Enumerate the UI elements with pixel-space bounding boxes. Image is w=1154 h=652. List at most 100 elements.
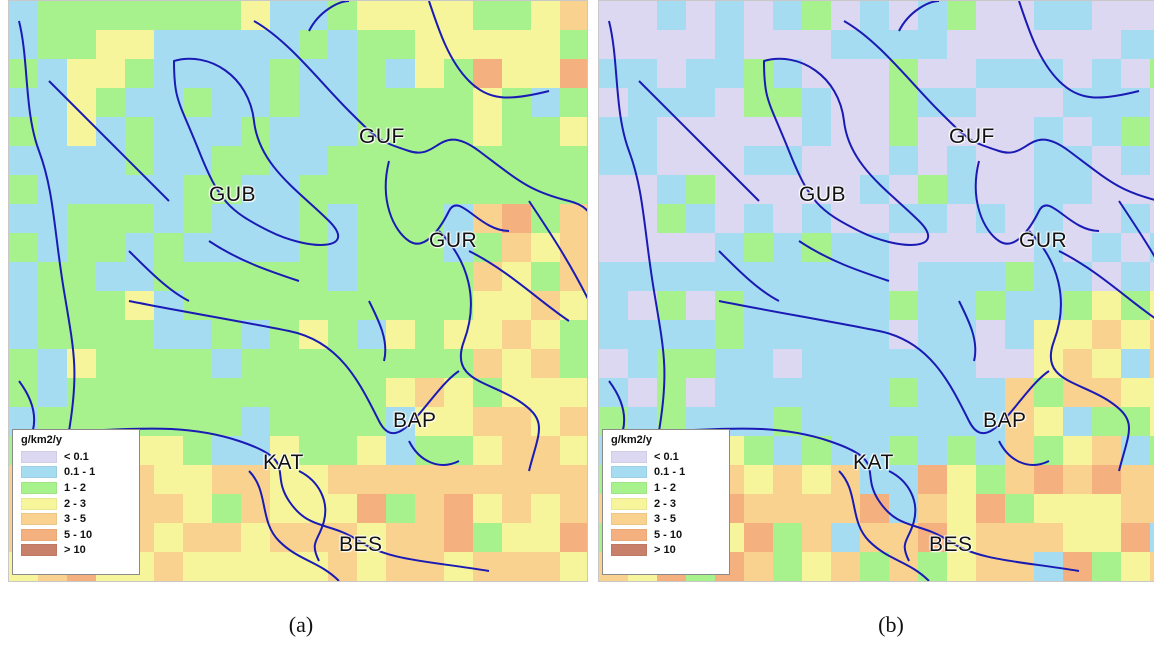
grid-cell bbox=[560, 552, 587, 581]
grid-cell bbox=[715, 175, 745, 205]
grid-cell bbox=[502, 117, 532, 147]
grid-cell bbox=[947, 146, 977, 176]
grid-cell bbox=[686, 59, 716, 89]
grid-cell bbox=[1150, 233, 1154, 263]
grid-cell bbox=[686, 262, 716, 292]
grid-cell bbox=[67, 175, 97, 205]
grid-cell bbox=[1150, 291, 1154, 321]
grid-cell bbox=[357, 233, 387, 263]
coastline bbox=[798, 240, 890, 282]
grid-cell bbox=[1005, 117, 1035, 147]
legend-item: > 10 bbox=[21, 543, 133, 559]
grid-cell bbox=[773, 59, 803, 89]
grid-cell bbox=[415, 494, 445, 524]
grid-cell bbox=[270, 523, 300, 553]
grid-cell bbox=[415, 320, 445, 350]
grid-cell bbox=[444, 146, 474, 176]
grid-cell bbox=[1121, 88, 1151, 118]
grid-cell bbox=[212, 465, 242, 495]
grid-cell bbox=[386, 88, 416, 118]
grid-cell bbox=[125, 88, 155, 118]
grid-cell bbox=[1034, 30, 1064, 60]
grid-cell bbox=[183, 349, 213, 379]
grid-cell bbox=[1063, 552, 1093, 581]
grid-cell bbox=[773, 523, 803, 553]
grid-cell bbox=[38, 320, 68, 350]
legend-label: < 0.1 bbox=[654, 450, 679, 463]
grid-cell bbox=[889, 436, 919, 466]
grid-cell bbox=[1034, 291, 1064, 321]
grid-cell bbox=[444, 523, 474, 553]
grid-cell bbox=[386, 465, 416, 495]
region-label-bes: BES bbox=[929, 533, 973, 556]
grid-cell bbox=[1034, 146, 1064, 176]
grid-cell bbox=[183, 436, 213, 466]
grid-cell bbox=[1121, 117, 1151, 147]
grid-cell bbox=[1092, 233, 1122, 263]
legend-swatch bbox=[21, 450, 57, 463]
grid-cell bbox=[1121, 204, 1151, 234]
grid-cell bbox=[154, 581, 184, 582]
grid-cell bbox=[415, 378, 445, 408]
grid-cell bbox=[299, 204, 329, 234]
coastline bbox=[998, 440, 1050, 466]
coastline bbox=[843, 20, 1154, 201]
grid-cell bbox=[38, 378, 68, 408]
grid-cell bbox=[38, 30, 68, 60]
grid-cell bbox=[241, 407, 271, 437]
grid-cell bbox=[357, 1, 387, 31]
grid-cell bbox=[212, 552, 242, 581]
grid-cell bbox=[560, 407, 587, 437]
grid-cell bbox=[1150, 204, 1154, 234]
grid-cell bbox=[1063, 320, 1093, 350]
grid-cell bbox=[270, 1, 300, 31]
grid-cell bbox=[889, 233, 919, 263]
grid-cell bbox=[212, 117, 242, 147]
grid-cell bbox=[386, 262, 416, 292]
grid-cell bbox=[67, 349, 97, 379]
grid-cell bbox=[1150, 59, 1154, 89]
grid-cell bbox=[1063, 88, 1093, 118]
region-label-guf: GUF bbox=[359, 125, 405, 148]
grid-cell bbox=[96, 204, 126, 234]
grid-cell bbox=[473, 262, 503, 292]
grid-cell bbox=[357, 320, 387, 350]
grid-cell bbox=[386, 581, 416, 582]
grid-cell bbox=[9, 88, 39, 118]
grid-cell bbox=[1150, 117, 1154, 147]
grid-cell bbox=[125, 204, 155, 234]
grid-cell bbox=[299, 407, 329, 437]
grid-cell bbox=[773, 88, 803, 118]
grid-cell bbox=[67, 204, 97, 234]
grid-cell bbox=[773, 262, 803, 292]
grid-cell bbox=[125, 233, 155, 263]
grid-cell bbox=[386, 320, 416, 350]
grid-cell bbox=[889, 291, 919, 321]
grid-cell bbox=[686, 30, 716, 60]
grid-cell bbox=[299, 1, 329, 31]
grid-cell bbox=[802, 291, 832, 321]
coastline bbox=[888, 470, 917, 562]
grid-cell bbox=[9, 320, 39, 350]
grid-cell bbox=[1005, 320, 1035, 350]
grid-cell bbox=[38, 349, 68, 379]
grid-cell bbox=[560, 233, 587, 263]
grid-cell bbox=[773, 552, 803, 581]
grid-cell bbox=[444, 465, 474, 495]
grid-cell bbox=[560, 1, 587, 31]
grid-cell bbox=[744, 146, 774, 176]
grid-cell bbox=[1121, 59, 1151, 89]
grid-cell bbox=[918, 233, 948, 263]
grid-cell bbox=[1063, 233, 1093, 263]
grid-cell bbox=[125, 1, 155, 31]
legend-label: > 10 bbox=[64, 544, 86, 557]
grid-cell bbox=[686, 88, 716, 118]
grid-cell bbox=[531, 204, 561, 234]
grid-cell bbox=[715, 581, 745, 582]
grid-cell bbox=[328, 291, 358, 321]
grid-cell bbox=[96, 262, 126, 292]
grid-cell bbox=[154, 30, 184, 60]
grid-cell bbox=[9, 581, 39, 582]
grid-cell bbox=[889, 146, 919, 176]
